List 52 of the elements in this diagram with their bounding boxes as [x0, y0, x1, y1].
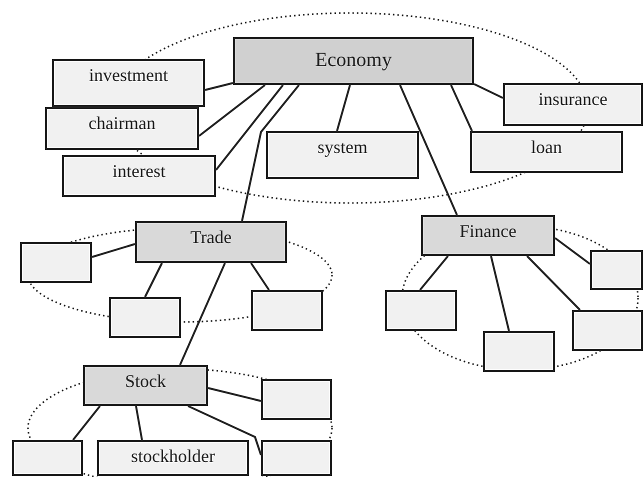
connector-line [419, 255, 449, 291]
topic-box [135, 221, 287, 263]
connector-line [72, 405, 101, 441]
empty-box [261, 440, 332, 476]
node-label: loan [531, 138, 562, 158]
topic-box [421, 215, 555, 256]
connector-line [204, 82, 234, 91]
connector-line [92, 243, 136, 258]
node-label: Trade [190, 228, 232, 248]
node-label: Stock [124, 372, 166, 392]
subtopic-box [503, 83, 643, 126]
connector-line [241, 84, 300, 222]
empty-box [483, 331, 555, 372]
node-label: chairman [88, 114, 156, 134]
node-label: stockholder [131, 447, 215, 467]
node-label: investment [89, 66, 168, 86]
node-label: system [317, 138, 368, 158]
subtopic-box [266, 131, 419, 179]
connector-line [135, 406, 143, 440]
connector-line [215, 84, 284, 171]
empty-box [20, 242, 92, 283]
empty-box [109, 297, 181, 338]
connector-line [399, 84, 458, 216]
connector-line [188, 405, 262, 456]
node-label: insurance [538, 90, 608, 110]
empty-box [385, 290, 457, 331]
connector-line [474, 83, 504, 99]
connector-line [554, 237, 591, 265]
connector-line [490, 256, 510, 332]
subtopic-box [97, 440, 249, 476]
empty-box [572, 310, 643, 351]
connector-line [179, 262, 226, 366]
connector-line [336, 84, 351, 132]
topic-box [83, 365, 208, 406]
node-label: interest [112, 162, 166, 182]
connector-line [144, 262, 163, 298]
connector-line [250, 262, 270, 291]
empty-box [261, 379, 332, 420]
connector-line [198, 84, 266, 137]
connector-line [208, 387, 262, 402]
subtopic-box [62, 155, 216, 197]
node-label: Economy [315, 49, 392, 71]
empty-box [251, 290, 323, 331]
subtopic-box [470, 131, 623, 173]
subtopic-box [52, 59, 205, 107]
connector-line [450, 84, 473, 132]
empty-box [12, 440, 83, 476]
empty-box [590, 250, 643, 290]
subtopic-box [45, 107, 199, 150]
connector-line [526, 255, 581, 311]
topic-box [233, 37, 474, 85]
node-label: Finance [460, 222, 516, 242]
